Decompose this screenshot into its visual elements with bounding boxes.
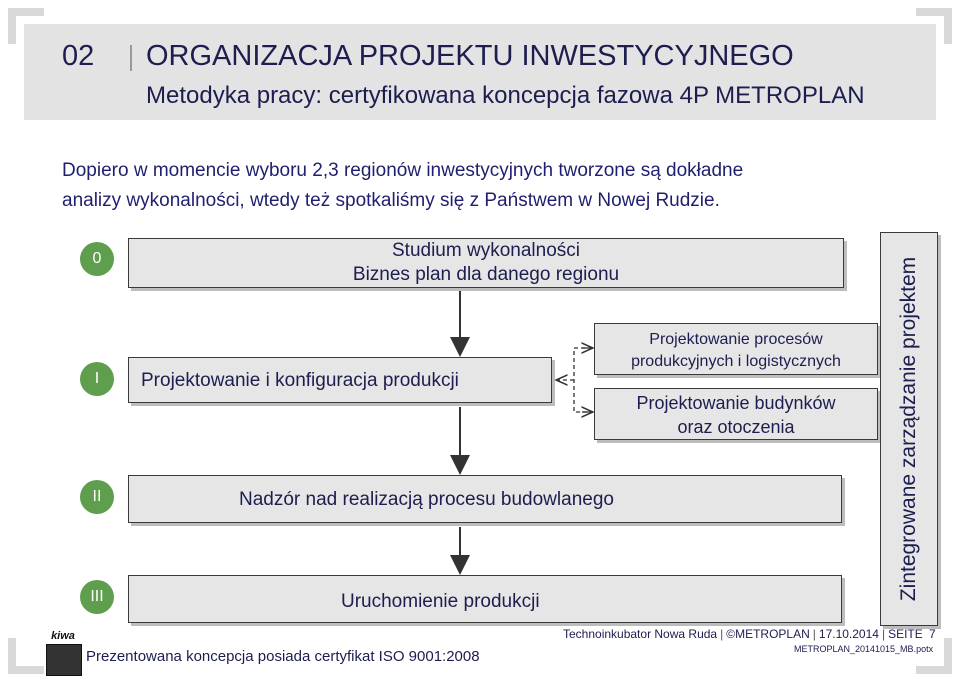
footer-divider: | — [812, 627, 816, 641]
footer-seite: SEITE — [888, 627, 923, 641]
phase-badge-2: II — [80, 480, 114, 514]
integrated-management-box: Zintegrowane zarządzanie projektem — [880, 232, 938, 626]
process-design-line-1: Projektowanie procesów — [649, 331, 823, 348]
slide-header: 02 ORGANIZACJA PROJEKTU INWESTYCYJNEGO M… — [24, 24, 936, 120]
corner-mark-bottom-right — [916, 638, 952, 674]
process-design-box: Projektowanie procesów produkcyjnych i l… — [594, 323, 878, 375]
certificate-note: Prezentowana koncepcja posiada certyfika… — [86, 648, 480, 665]
feasibility-line-2: Biznes plan dla danego regionu — [352, 264, 620, 285]
building-design-line-1: Projektowanie budynków — [636, 393, 836, 413]
phase-badge-3: III — [80, 580, 114, 614]
feasibility-line-1: Studium wykonalności — [392, 240, 580, 261]
certification-seal-icon — [46, 644, 82, 676]
kiwa-logo-text: kiwa — [51, 630, 75, 642]
production-launch-box: Uruchomienie produkcji — [128, 575, 842, 623]
corner-mark-bottom-left — [8, 638, 44, 674]
corner-mark-top-right — [916, 8, 952, 44]
footer-filename: METROPLAN_20141015_MB.potx — [794, 644, 934, 654]
intro-line-1: Dopiero w momencie wyboru 2,3 regionów i… — [62, 160, 744, 181]
corner-mark-top-left — [8, 8, 44, 44]
kiwa-logo: kiwa — [44, 630, 82, 676]
footer-project: Technoinkubator Nowa Ruda — [563, 627, 718, 641]
phase-badge-1: I — [80, 362, 114, 396]
integrated-management-label: Zintegrowane zarządzanie projektem — [897, 256, 920, 602]
intro-line-2: analizy wykonalności, wtedy też spotkali… — [62, 190, 720, 211]
building-design-line-2: oraz otoczenia — [677, 417, 795, 437]
slide-title: ORGANIZACJA PROJEKTU INWESTYCYJNEGO — [146, 40, 794, 72]
supervision-label: Nadzór nad realizacją procesu budowlaneg… — [239, 489, 614, 510]
feasibility-study-box: Studium wykonalności Biznes plan dla dan… — [128, 238, 844, 288]
footer-company: ©METROPLAN — [726, 627, 810, 641]
phase-badge-0: 0 — [80, 242, 114, 276]
slide-subtitle: Metodyka pracy: certyfikowana koncepcja … — [146, 82, 865, 109]
section-number: 02 — [62, 40, 95, 72]
footer-date: 17.10.2014 — [818, 627, 879, 641]
production-design-label: Projektowanie i konfiguracja produkcji — [141, 370, 459, 391]
intro-text: Dopiero w momencie wyboru 2,3 regionów i… — [62, 156, 882, 216]
construction-supervision-box: Nadzór nad realizacją procesu budowlaneg… — [128, 475, 842, 523]
footer-divider: | — [881, 627, 886, 641]
footer-bar: Technoinkubator Nowa Ruda|©METROPLAN|17.… — [563, 627, 923, 641]
page-number: 7 — [929, 627, 936, 641]
production-design-box: Projektowanie i konfiguracja produkcji — [128, 357, 552, 403]
dashed-link-bracket — [573, 347, 592, 413]
building-design-box: Projektowanie budynków oraz otoczenia — [594, 388, 878, 440]
process-design-line-2: produkcyjnych i logistycznych — [631, 353, 841, 370]
header-separator — [130, 45, 132, 71]
launch-label: Uruchomienie produkcji — [341, 591, 540, 612]
footer-divider: | — [720, 627, 724, 641]
